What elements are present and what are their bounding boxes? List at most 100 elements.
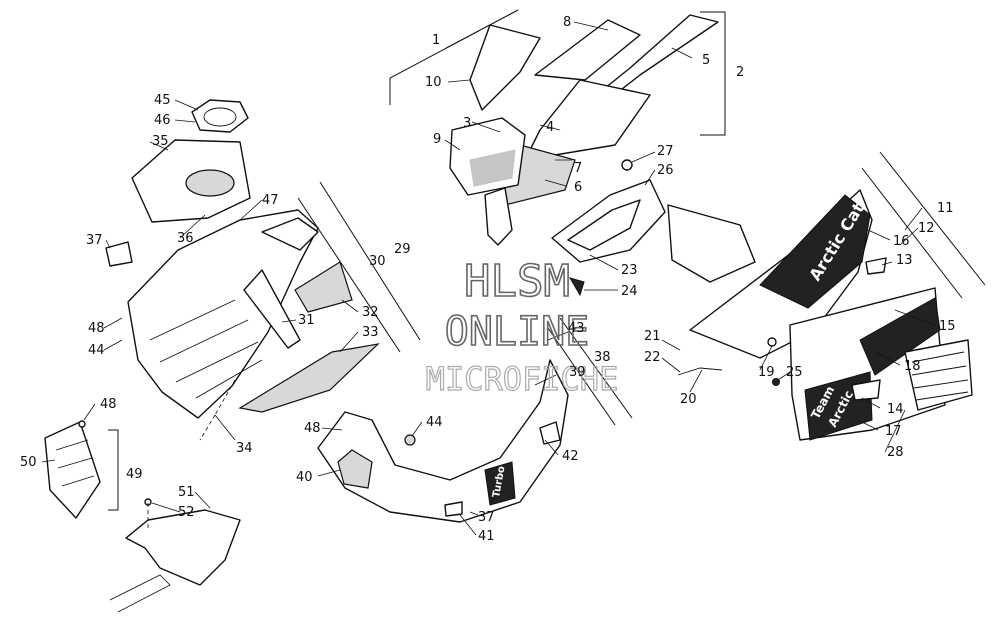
screw-48 [78,420,86,428]
callout-52: 52 [178,505,195,520]
callout-6: 6 [574,180,582,195]
callout-33: 33 [362,325,379,340]
callout-38: 38 [594,350,611,365]
foam-pad-33 [238,343,380,413]
callout-31: 31 [298,313,315,328]
callout-42: 42 [562,449,579,464]
callout-49: 49 [126,467,143,482]
callout-48b: 48 [100,397,117,412]
leader-lines [41,9,936,536]
decal-brand-stripe [759,194,871,309]
callout-37b: 37 [478,510,495,525]
fuel-line [109,574,171,613]
side-grille [904,339,973,411]
callout-19: 19 [758,365,775,380]
callout-13: 13 [896,253,913,268]
belly-pan-assembly [105,209,380,419]
callout-11: 11 [937,201,954,216]
small-parts [44,337,780,613]
callout-43: 43 [568,321,585,336]
callout-44b: 44 [426,415,443,430]
callout-9: 9 [433,132,441,147]
callout-23: 23 [621,263,638,278]
callouts: 1 2 3 4 5 6 7 8 9 10 11 12 13 14 15 16 1… [20,15,956,544]
callout-14: 14 [887,402,904,417]
bracket-2 [700,11,726,136]
nose-insert-42 [539,421,561,445]
callout-40: 40 [296,470,313,485]
headlight-panel [449,117,526,196]
callout-34: 34 [236,441,253,456]
belly-pan-ribs [149,299,263,399]
callout-25: 25 [786,365,803,380]
callout-2: 2 [736,65,744,80]
intake-ring [191,99,249,133]
callout-21: 21 [644,329,661,344]
side-panel-left [551,179,756,297]
watermark-line1: HLSM [464,256,570,307]
callout-20: 20 [680,392,697,407]
mount-bracket-47 [261,217,319,251]
callout-30: 30 [369,254,386,269]
mount-51 [125,509,241,586]
callout-16: 16 [893,234,910,249]
headlight-lens [469,149,516,187]
lower-panel-stripe [859,297,941,376]
side-panel-right: Arctic Cat Team Arctic [689,189,973,441]
callout-46: 46 [154,113,171,128]
side-bracket-ribs [55,439,95,487]
cable-20 [677,367,723,376]
intake-duct-opening [185,169,235,197]
callout-10: 10 [425,75,442,90]
callout-18: 18 [904,359,921,374]
bracket-11-12 [861,151,986,299]
nose-pan-vent [337,449,373,489]
callout-29: 29 [394,242,411,257]
callout-5: 5 [702,53,710,68]
air-intake-assembly [131,99,251,223]
fastener-27 [621,159,633,171]
emblem-13 [865,257,887,275]
clip-19 [767,337,777,347]
callout-37a: 37 [86,233,103,248]
side-bracket-50 [44,421,101,519]
nose-pan-assembly: Turbo [317,359,569,523]
nut-25 [772,378,780,386]
callout-17: 17 [885,424,902,439]
callout-8: 8 [563,15,571,30]
steering-post [243,269,301,349]
callout-15: 15 [939,319,956,334]
callout-3: 3 [463,116,471,131]
bracket-29-30 [297,181,421,353]
emblem-14 [851,379,881,401]
callout-41: 41 [478,529,495,544]
callout-47: 47 [262,193,279,208]
windshield-frame-lower [524,79,651,161]
callout-12: 12 [918,221,935,236]
callout-32: 32 [362,305,379,320]
badge-text: Turbo [491,465,507,498]
callout-35: 35 [152,134,169,149]
badge-plate [484,461,516,506]
callout-48c: 48 [304,421,321,436]
plug-41 [444,501,463,517]
intake-ring-inner [203,107,237,127]
callout-51: 51 [178,485,195,500]
clip-24 [568,277,585,297]
callout-48a: 48 [88,321,105,336]
callout-36: 36 [177,231,194,246]
grille-slats [911,351,969,401]
bracket-49 [108,429,119,511]
callout-27: 27 [657,144,674,159]
hood-nose [484,187,513,246]
bracket-38-39 [547,317,633,426]
watermark-line2: ONLINE [445,309,590,355]
callout-45: 45 [154,93,171,108]
callout-44a: 44 [88,343,105,358]
foam-pad-32 [294,261,353,313]
callout-28: 28 [887,445,904,460]
plug-44 [404,434,416,446]
callout-4: 4 [546,120,554,135]
belly-pan [127,209,319,419]
